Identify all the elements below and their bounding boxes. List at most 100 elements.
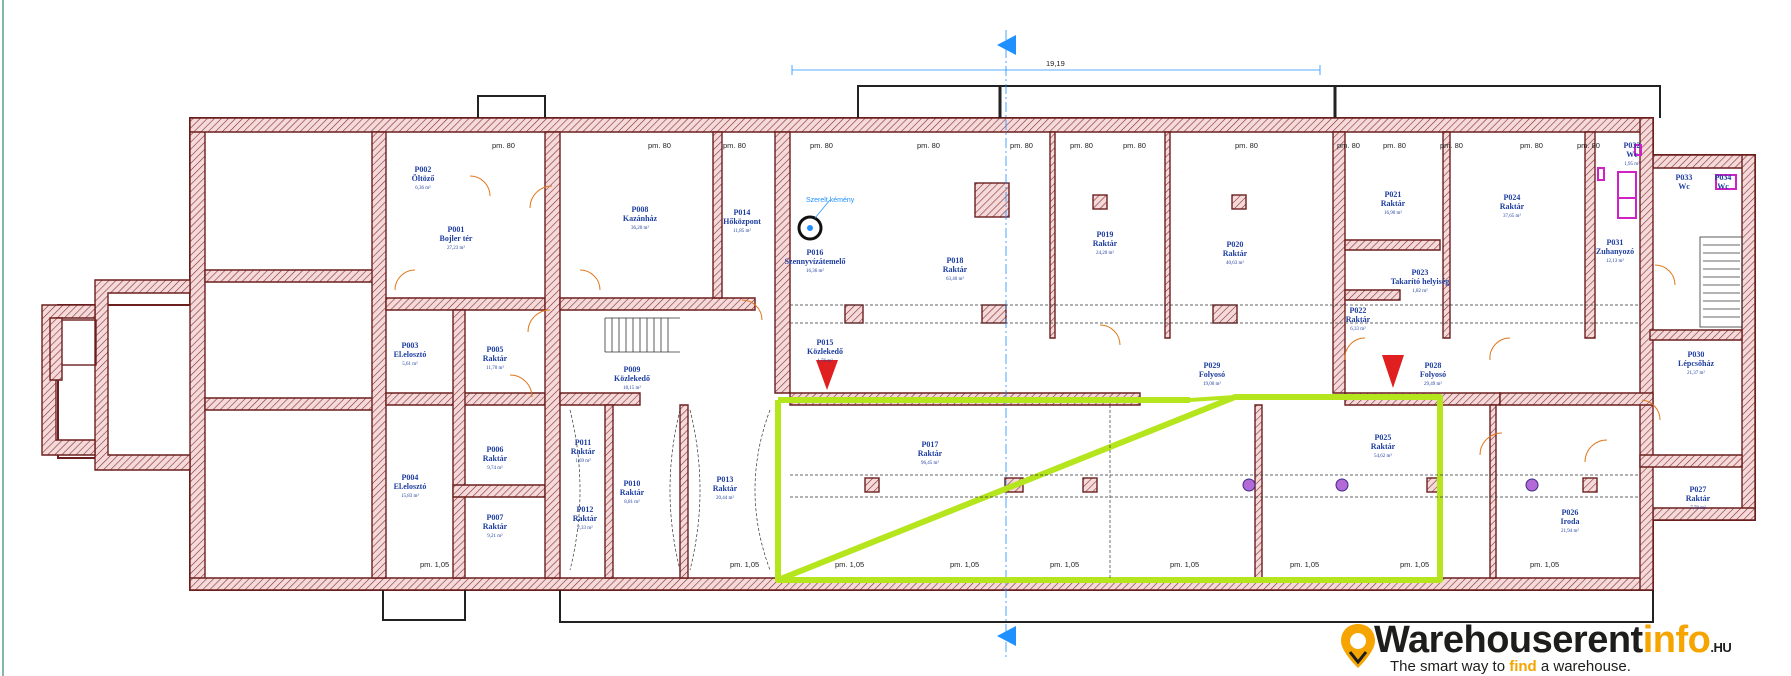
room-id: P028 [1425, 361, 1442, 370]
room-area: 1,69 m² [575, 458, 591, 464]
svg-text:pm. 80: pm. 80 [1070, 141, 1093, 150]
room-id: P001 [448, 225, 465, 234]
room-area: 63,40 m² [946, 276, 964, 282]
room-name: Folyosó [1420, 370, 1446, 379]
room-id: P002 [415, 165, 432, 174]
axis-marker-bottom [997, 626, 1016, 646]
room-area: 1,95 m² [1624, 161, 1640, 167]
room-area: 7,70 m² [1690, 505, 1706, 511]
room-name: Raktár [713, 484, 738, 493]
room-id: P011 [575, 438, 591, 447]
room-area: 96,45 m² [921, 460, 939, 466]
room-id: P015 [817, 338, 834, 347]
room-area: 6,36 m² [415, 185, 431, 191]
tagline-accent: find [1509, 658, 1537, 675]
room-name: Raktár [1500, 202, 1525, 211]
room-name: Raktár [573, 514, 598, 523]
top-lightwells [477, 85, 1661, 118]
room-area: 36,20 m² [631, 225, 649, 231]
room-area: 21,94 m² [1561, 528, 1579, 534]
svg-text:pm. 1,05: pm. 1,05 [1170, 560, 1199, 569]
room-id: P021 [1385, 190, 1402, 199]
room-name: Bojler tér [440, 234, 473, 243]
dashed-swings [569, 304, 1640, 578]
room-area: 11,85 m² [733, 228, 751, 234]
svg-text:pm. 1,05: pm. 1,05 [835, 560, 864, 569]
room-name: Kazánház [623, 214, 658, 223]
svg-text:pm. 80: pm. 80 [810, 141, 833, 150]
room-id: P003 [402, 341, 419, 350]
room-area: 27,23 m² [447, 245, 465, 251]
room-name: Raktár [1223, 249, 1248, 258]
room-area: 18,15 m² [623, 385, 641, 391]
tagline-end: a warehouse. [1536, 658, 1631, 675]
svg-text:pm. 80: pm. 80 [1337, 141, 1360, 150]
room-id: P031 [1607, 238, 1624, 247]
room-id: P016 [807, 248, 824, 257]
room-area: 6,33 m² [1350, 326, 1366, 332]
room-id: P012 [577, 505, 594, 514]
room-area: 9,21 m² [487, 533, 503, 539]
svg-text:pm. 1,05: pm. 1,05 [1530, 560, 1559, 569]
room-area: 40,63 m² [1226, 260, 1244, 266]
svg-text:pm. 1,05: pm. 1,05 [1400, 560, 1429, 569]
room-name: Raktár [1346, 315, 1371, 324]
room-area: 21,37 m² [1687, 370, 1705, 376]
room-name: Iroda [1561, 517, 1580, 526]
room-name: Folyosó [1199, 370, 1225, 379]
room-name: Wc [1626, 150, 1638, 159]
bottom-lightwells [382, 590, 1654, 623]
brand-name-dark: Warehouserent [1374, 619, 1643, 661]
room-id: P007 [487, 513, 504, 522]
room-id: P019 [1097, 230, 1114, 239]
room-area: 1,82 m² [1412, 288, 1428, 294]
svg-text:pm. 80: pm. 80 [723, 141, 746, 150]
room-id: P033 [1676, 173, 1693, 182]
svg-text:pm. 80: pm. 80 [1010, 141, 1033, 150]
room-name: Wc [1678, 182, 1690, 191]
room-area: 9,74 m² [487, 465, 503, 471]
room-area: 19,00 m² [1203, 381, 1221, 387]
room-id: P018 [947, 256, 964, 265]
room-name: Közlekedő [614, 374, 650, 383]
chimney-label: Szerelt kémény [806, 197, 855, 204]
door-dimension-labels: pm. 80 pm. 80 pm. 80 pm. 80 pm. 80 pm. 8… [420, 141, 1600, 569]
room-name: Raktár [1093, 239, 1118, 248]
room-id: P006 [487, 445, 504, 454]
room-area: 8,81 m² [624, 499, 640, 505]
door-swings [394, 175, 1676, 463]
room-id: P005 [487, 345, 504, 354]
svg-text:pm. 80: pm. 80 [1235, 141, 1258, 150]
overall-dimension-line: 19,19 [791, 59, 1321, 75]
svg-text:pm. 1,05: pm. 1,05 [420, 560, 449, 569]
room-id: P030 [1688, 350, 1705, 359]
svg-text:pm. 80: pm. 80 [1440, 141, 1463, 150]
room-area: 20,44 m² [716, 495, 734, 501]
room-area: 16,90 m² [1384, 210, 1402, 216]
room-id: P032 [1624, 141, 1641, 150]
room-name: Takarító helyiség [1391, 277, 1450, 286]
staircase-left [604, 317, 680, 353]
room-area: 15,83 m² [401, 493, 419, 499]
wc-fixtures [1597, 144, 1737, 219]
svg-text:pm. 80: pm. 80 [1123, 141, 1146, 150]
room-name: El.elosztó [394, 482, 427, 491]
room-id: P014 [734, 208, 751, 217]
room-name: Raktár [918, 449, 943, 458]
